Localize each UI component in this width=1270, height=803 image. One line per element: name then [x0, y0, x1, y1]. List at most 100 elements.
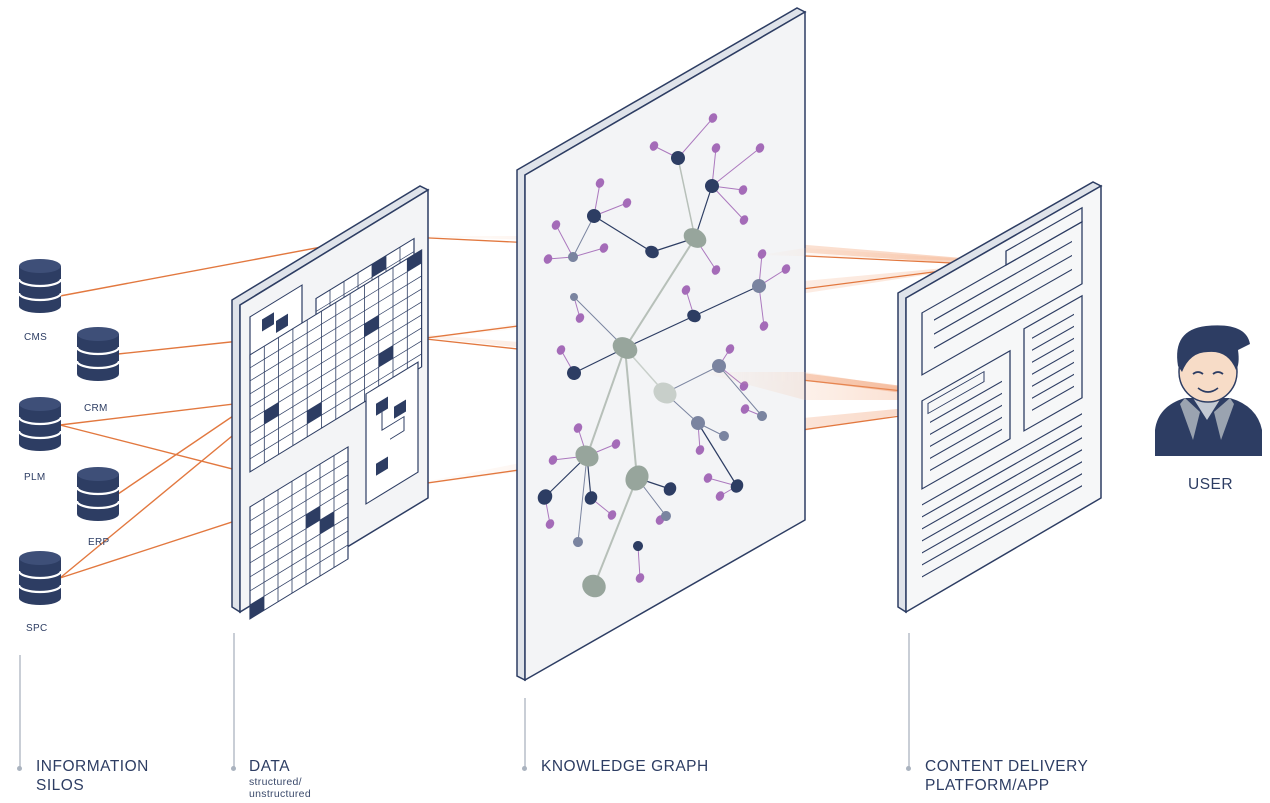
- graph-edge: [572, 215, 595, 258]
- graph-edge: [697, 422, 738, 487]
- graph-node-leaf: [622, 198, 632, 208]
- graph-dot: [522, 766, 527, 771]
- graph-edge: [711, 147, 761, 187]
- database-label-spc: SPC: [26, 623, 48, 634]
- data-grid-bottom-left: [249, 445, 349, 620]
- database-icon: [75, 327, 121, 381]
- graph-edge: [677, 157, 696, 239]
- graph-node-leaf: [681, 285, 691, 295]
- graph-node-leaf: [595, 178, 605, 188]
- content-delivery-panel: [897, 181, 1103, 614]
- graph-node: [683, 228, 707, 248]
- graph-edge: [694, 185, 713, 239]
- data-title-text: DATA: [249, 758, 291, 775]
- graph-node: [584, 491, 598, 505]
- data-cell-filled: [364, 315, 379, 337]
- graph-node-leaf: [759, 321, 769, 331]
- graph-node: [625, 465, 649, 491]
- graph-node: [567, 366, 581, 380]
- database-icon: [17, 397, 63, 451]
- data-dot: [231, 766, 236, 771]
- data-grid-tables: [249, 237, 423, 620]
- graph-edge: [677, 117, 714, 159]
- graph-edge: [624, 315, 695, 349]
- delivery-stem: [908, 633, 910, 767]
- data-subtitle-line1: structured/: [249, 776, 302, 788]
- graph-node-leaf: [649, 141, 659, 151]
- delivery-dot: [906, 766, 911, 771]
- data-cell-filled: [320, 511, 334, 535]
- graph-node: [653, 382, 677, 404]
- graph-node: [671, 151, 685, 165]
- graph-edge: [637, 545, 641, 579]
- data-stem: [233, 633, 235, 767]
- graph-stem: [524, 698, 526, 767]
- graph-node: [587, 209, 601, 223]
- data-cell-filled: [250, 596, 264, 619]
- database-icon: [75, 467, 121, 521]
- graph-edge: [555, 224, 574, 258]
- graph-edge: [586, 347, 626, 457]
- data-title: DATA structured/ unstructured: [249, 757, 311, 800]
- database-label-crm: CRM: [84, 403, 108, 414]
- database-label-cms: CMS: [24, 332, 48, 343]
- graph-title: KNOWLEDGE GRAPH: [541, 758, 709, 775]
- data-grid-middle: [249, 248, 423, 473]
- knowledge-graph-panel: [516, 7, 807, 682]
- graph-node-leaf: [711, 265, 721, 275]
- database-label-erp: ERP: [88, 537, 110, 548]
- silos-title-line2: SILOS: [36, 777, 85, 794]
- graph-node-leaf: [755, 143, 765, 153]
- graph-edge: [593, 215, 653, 253]
- data-cell-filled: [276, 313, 288, 333]
- graph-edge: [577, 455, 588, 543]
- graph-node-leaf: [635, 573, 645, 583]
- graph-edge: [593, 477, 638, 587]
- graph-node-leaf: [607, 510, 617, 520]
- graph-node: [730, 479, 744, 493]
- graph-node-leaf: [725, 344, 735, 354]
- database-label-plm: PLM: [24, 472, 46, 483]
- graph-node-leaf: [703, 473, 713, 483]
- graph-node-leaf: [695, 445, 705, 455]
- graph-node: [612, 337, 638, 359]
- graph-node-leaf: [575, 313, 585, 323]
- data-cell-filled: [378, 345, 393, 368]
- graph-node-leaf: [545, 519, 555, 529]
- graph-node: [645, 245, 659, 259]
- data-cell-filled: [372, 255, 386, 278]
- user-avatar-icon: [1155, 325, 1262, 456]
- delivery-title: CONTENT DELIVERY PLATFORM/APP: [925, 757, 1088, 795]
- document-text-blocks: [921, 206, 1083, 578]
- silos-title: INFORMATION SILOS: [36, 757, 149, 795]
- silos-stem: [19, 655, 21, 767]
- graph-node: [663, 482, 677, 496]
- graph-node-leaf: [711, 143, 721, 153]
- graph-edge: [572, 247, 605, 258]
- graph-node-leaf: [556, 345, 566, 355]
- graph-node: [719, 431, 729, 441]
- graph-edge: [711, 185, 745, 221]
- data-cell-filled: [376, 396, 388, 416]
- graph-node: [691, 416, 705, 430]
- graph-node-leaf: [551, 220, 561, 230]
- database-icon: [17, 259, 63, 313]
- graph-node-leaf: [599, 243, 609, 253]
- data-cell-filled: [262, 312, 274, 332]
- delivery-title-line1: CONTENT DELIVERY: [925, 758, 1089, 775]
- graph-node: [575, 445, 599, 467]
- graph-node: [582, 574, 606, 598]
- graph-edge: [624, 347, 638, 479]
- graph-node-leaf: [781, 264, 791, 274]
- graph-node-leaf: [573, 423, 583, 433]
- database-icon: [17, 551, 63, 605]
- delivery-title-line2: PLATFORM/APP: [925, 777, 1050, 794]
- data-cell-filled: [307, 402, 322, 424]
- graph-node: [687, 309, 701, 323]
- graph-edge: [624, 237, 696, 349]
- graph-node-leaf: [548, 455, 558, 465]
- silo-connectors: [59, 235, 381, 579]
- data-cell-filled: [407, 249, 422, 272]
- graph-node-leaf: [543, 254, 553, 264]
